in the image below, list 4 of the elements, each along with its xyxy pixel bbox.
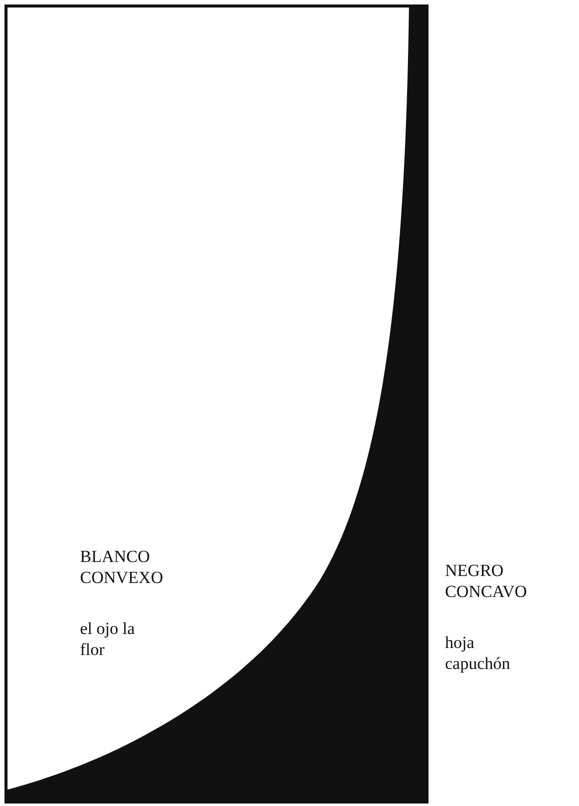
example-text: hoja capuchón [445,632,512,674]
example-text: el ojo la flor [80,618,136,660]
category-label: NEGRO CONCAVO [445,560,528,602]
category-label: BLANCO CONVEXO [80,546,164,588]
